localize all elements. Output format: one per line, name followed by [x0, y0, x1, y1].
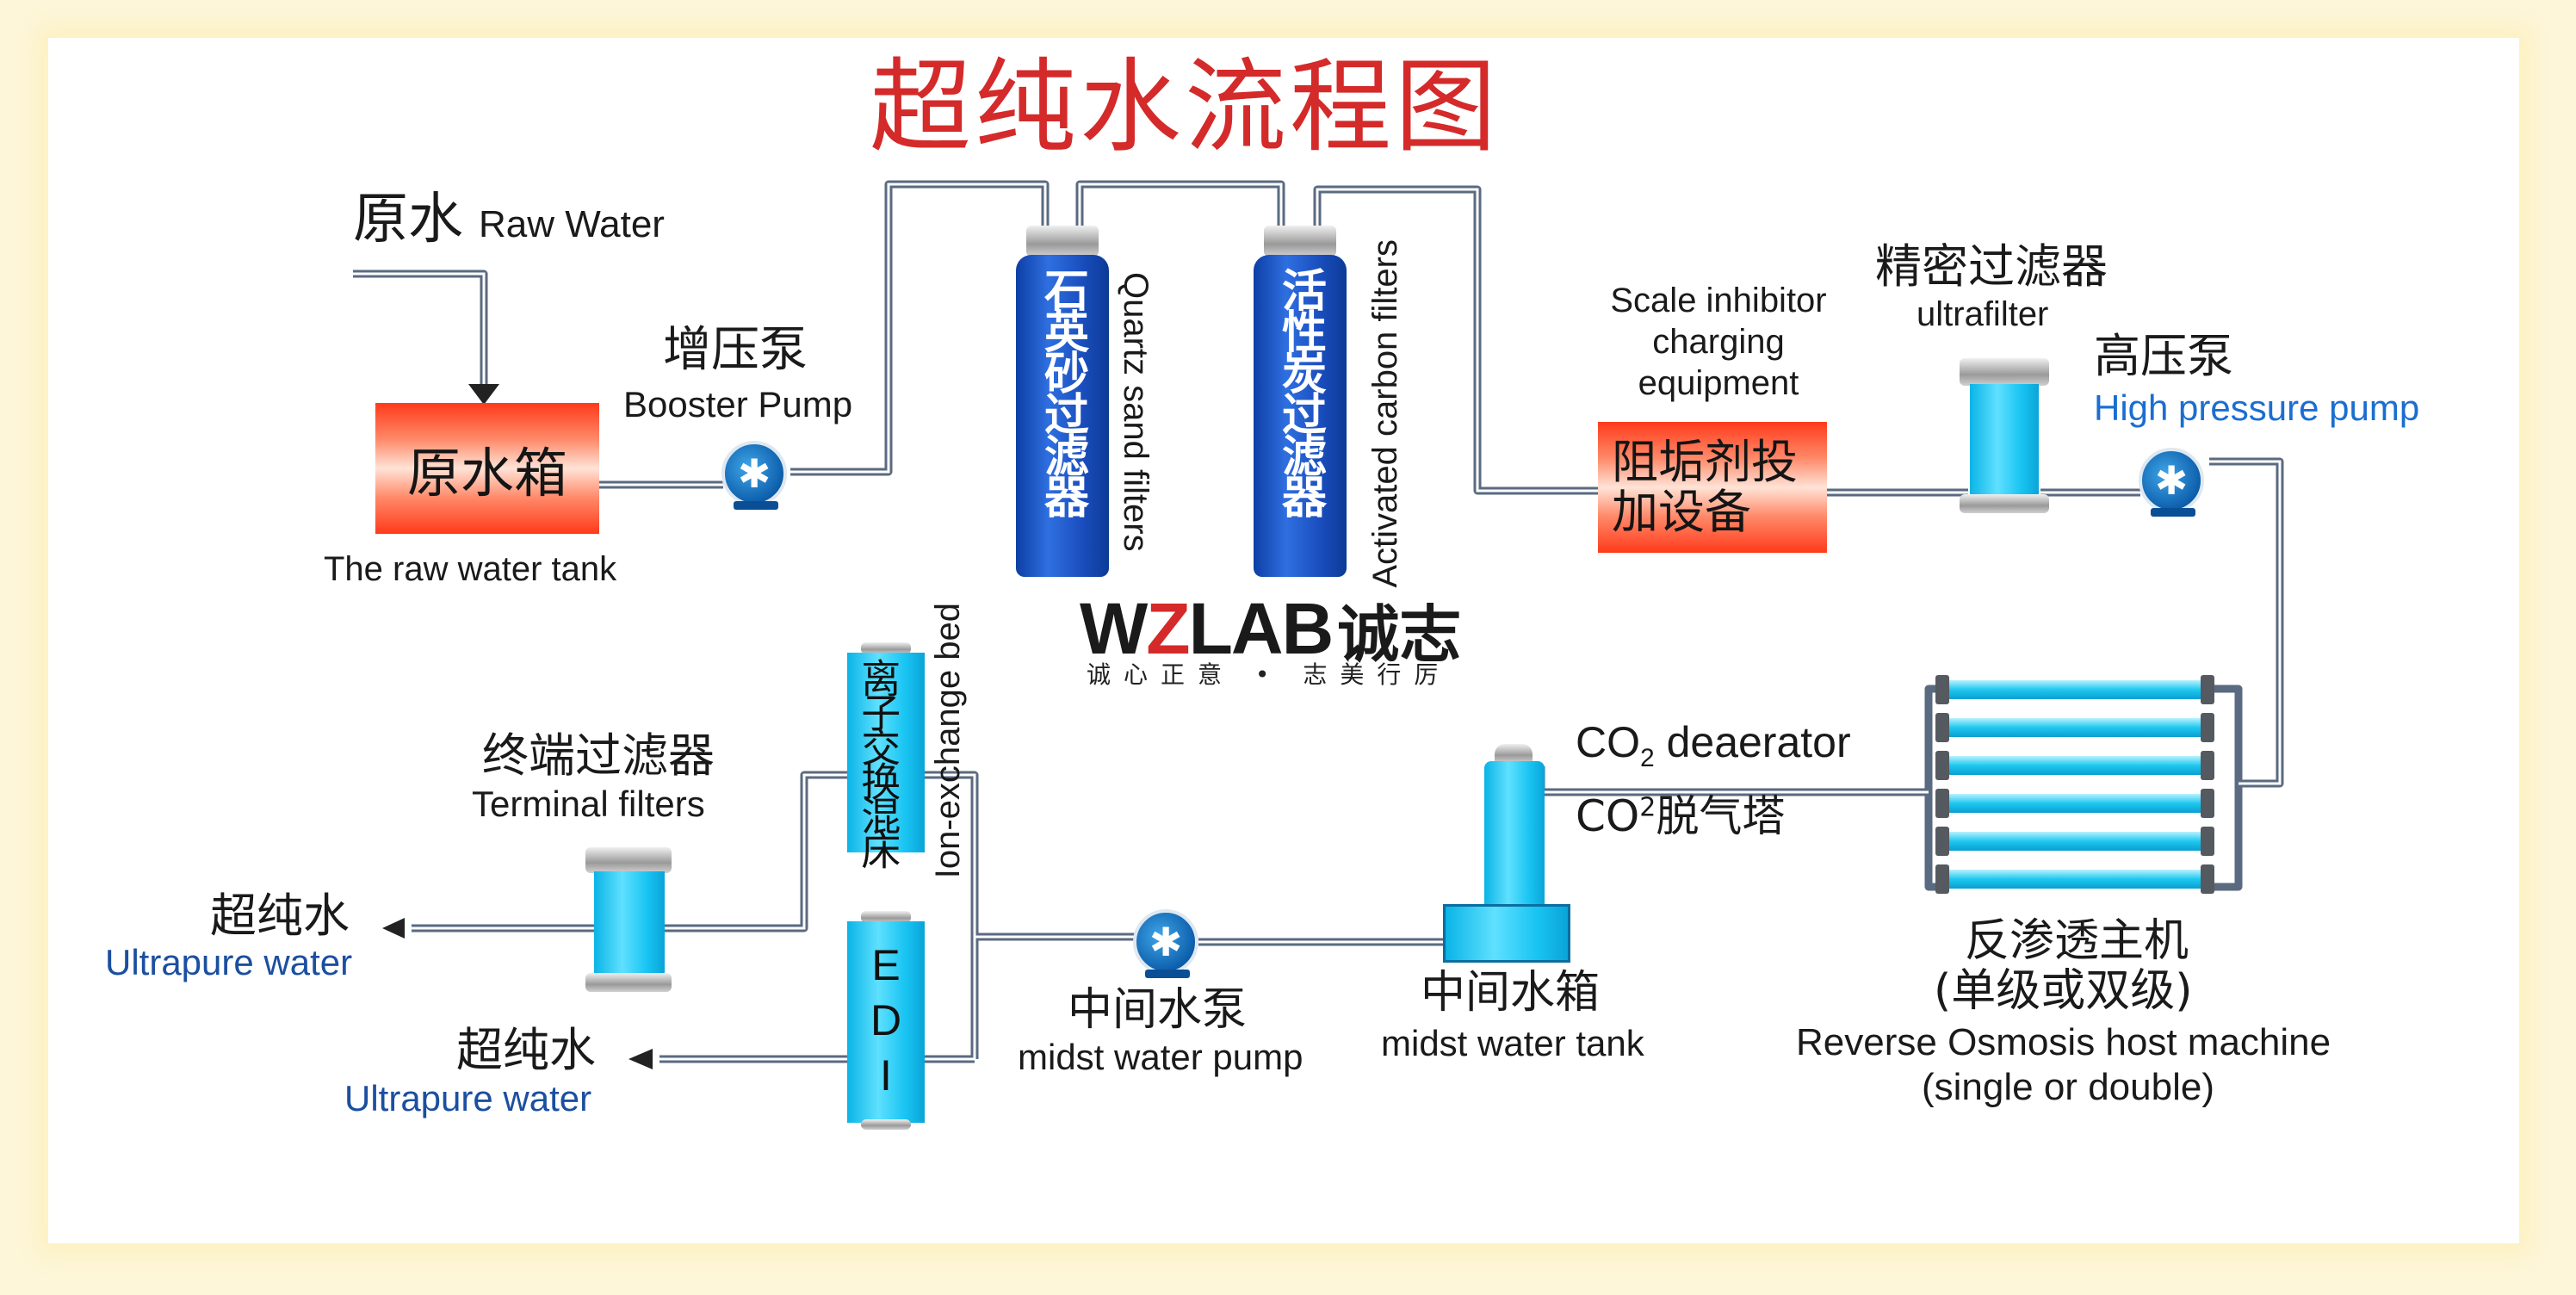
terminal-filter-label-zh: 终端过滤器 — [482, 728, 715, 783]
edi-cap-bottom — [861, 1119, 911, 1130]
co2-deaerator-cap — [1495, 744, 1533, 763]
pipe-quartz-carbon — [1075, 180, 1285, 226]
quartz-filter-label-en: Quartz sand filters — [1117, 272, 1155, 552]
carbon-filter-cap — [1264, 226, 1336, 257]
midst-tank-label-zh: 中间水箱 — [1421, 967, 1601, 1019]
co2-deaerator-label-en: CO2 deaerator — [1576, 718, 1851, 772]
raw-tank-label-en: The raw water tank — [324, 550, 617, 588]
wzlab-logo: W Z LAB 诚志 — [1080, 584, 1461, 674]
pipe-raw-inlet — [353, 270, 488, 387]
ultrafilter-cap-top — [1960, 358, 2049, 386]
ro-membrane-4 — [1935, 789, 2214, 818]
scale-inhibitor-zh-line1: 阻垢剂投 — [1612, 434, 1798, 489]
quartz-filter-label-zh: 石英砂过滤器 — [1036, 267, 1088, 515]
edi-letter-i: I — [880, 1051, 892, 1100]
ion-bed-label-en: Ion-exchange bed — [929, 603, 967, 879]
midst-tank-label-en: midst water tank — [1381, 1023, 1644, 1063]
outlet-1-label-en: Ultrapure water — [105, 942, 353, 982]
outlet-2-label-en: Ultrapure water — [344, 1078, 592, 1118]
co2-deaerator-label-zh: CO2脱气塔 — [1576, 791, 1786, 841]
terminal-filter-label-en: Terminal filters — [472, 784, 705, 824]
midst-pump-label-en: midst water pump — [1018, 1037, 1303, 1077]
logo-slogan: 诚心正意 • 志美行厉 — [1087, 660, 1452, 689]
ion-bed-label-zh: 离子交换混床 — [855, 658, 902, 864]
terminal-filter-body — [594, 871, 665, 975]
ion-exchange-bed — [847, 653, 925, 852]
booster-pump-label-en: Booster Pump — [623, 384, 853, 424]
quartz-filter-cap — [1026, 226, 1099, 257]
logo-letters-lab: LAB — [1188, 588, 1334, 669]
scale-inhibitor-equipment: 阻垢剂投 加设备 — [1598, 422, 1827, 553]
ultrafilter-label-en: ultrafilter — [1917, 295, 2049, 333]
arrow-outlet-2 — [629, 1049, 653, 1069]
carbon-filter-label-zh: 活性炭过滤器 — [1273, 267, 1326, 515]
ultrafilter-body — [1970, 384, 2039, 496]
midst-water-tank — [1443, 904, 1570, 963]
pipe-carbon-scale — [1313, 185, 1601, 495]
edi-cap-top — [861, 911, 911, 923]
hp-pump-label-en: High pressure pump — [2094, 387, 2420, 428]
outlet-1-label-zh: 超纯水 — [210, 889, 350, 943]
scale-inhibitor-en-line2: charging — [1652, 323, 1785, 361]
scale-inhibitor-en-line1: Scale inhibitor — [1610, 282, 1827, 319]
raw-tank-label-zh: 原水箱 — [406, 442, 567, 505]
logo-letter-z: Z — [1146, 588, 1190, 669]
logo-chinese: 诚志 — [1337, 598, 1462, 671]
arrow-raw-inlet — [468, 384, 499, 405]
ro-membrane-1 — [1935, 675, 2214, 704]
edi-letter-d: D — [870, 996, 902, 1044]
raw-water-label-en: Raw Water — [479, 203, 665, 245]
raw-water-tank: 原水箱 — [375, 403, 599, 534]
ro-membrane-2 — [1935, 713, 2214, 742]
arrow-outlet-1 — [382, 918, 405, 939]
edi-module — [847, 921, 925, 1123]
quartz-sand-filter: 石英砂过滤器 — [1016, 255, 1109, 577]
ro-membrane-3 — [1935, 751, 2214, 780]
ro-membrane-6 — [1935, 864, 2214, 894]
diagram-title: 超纯水流程图 — [870, 47, 1501, 166]
ro-label-zh-line1: 反渗透主机 — [1965, 915, 2189, 967]
ro-label-en-line2: (single or double) — [1922, 1066, 2214, 1108]
edi-letter-e: E — [871, 941, 901, 989]
co2-deaerator-tower — [1484, 761, 1545, 906]
pipe-pump-quartz — [790, 180, 1050, 476]
outlet-2-label-zh: 超纯水 — [456, 1023, 596, 1077]
scale-inhibitor-en-line3: equipment — [1638, 364, 1799, 402]
booster-pump-icon: ✱ — [721, 441, 787, 510]
pipe-ro-manifold-right — [2204, 685, 2243, 891]
ultrafilter-label-zh: 精密过滤器 — [1875, 239, 2108, 294]
edi-label: E D I — [868, 940, 904, 1106]
carbon-filter-label-en: Activated carbon filters — [1366, 239, 1404, 588]
logo-letter-w: W — [1080, 588, 1148, 669]
terminal-filter-cap-bottom — [585, 973, 672, 992]
hp-pump-label-zh: 高压泵 — [2094, 329, 2233, 383]
midst-pump-icon: ✱ — [1133, 909, 1198, 978]
raw-water-label-zh: 原水 — [353, 188, 463, 251]
terminal-filter-cap-top — [585, 847, 672, 873]
booster-pump-label-zh: 增压泵 — [663, 322, 808, 378]
midst-pump-label-zh: 中间水泵 — [1068, 984, 1248, 1036]
ro-membrane-5 — [1935, 827, 2214, 856]
hp-pump-icon: ✱ — [2139, 448, 2204, 517]
ultrafilter-cap-bottom — [1960, 494, 2049, 513]
ro-label-zh-line2: (单级或双级) — [1934, 965, 2193, 1017]
ro-label-en-line1: Reverse Osmosis host machine — [1796, 1021, 2331, 1063]
ion-bed-cap-top — [861, 642, 911, 654]
ro-host-machine — [1929, 675, 2221, 894]
scale-inhibitor-zh-line2: 加设备 — [1612, 485, 1751, 539]
activated-carbon-filter: 活性炭过滤器 — [1254, 255, 1347, 577]
